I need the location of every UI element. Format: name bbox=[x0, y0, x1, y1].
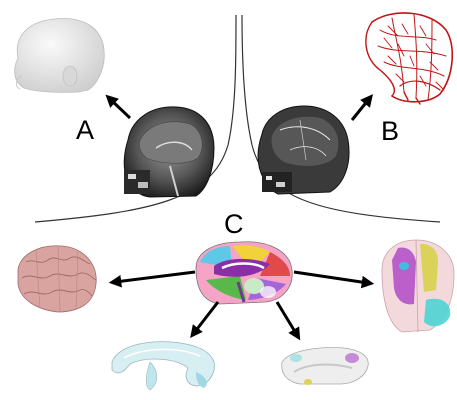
arrow-c-down-right bbox=[277, 302, 297, 335]
panel-label-c: C bbox=[224, 211, 244, 238]
brain-parcellation-sagittal-slice-icon bbox=[196, 242, 292, 304]
panel-label-b: B bbox=[381, 118, 399, 145]
cortical-surface-model-icon bbox=[18, 246, 96, 312]
vessel-tree-model-icon bbox=[366, 13, 452, 104]
arrow-c-down-left bbox=[194, 302, 218, 333]
arrow-a bbox=[110, 99, 130, 118]
panel-label-a: A bbox=[76, 117, 94, 144]
corpus-callosum-model-icon bbox=[282, 348, 369, 385]
arrow-b bbox=[352, 99, 369, 120]
angiography-mri-sagittal-slice-icon bbox=[258, 106, 349, 194]
t1-mri-sagittal-slice-icon bbox=[124, 107, 214, 197]
arrow-c-left bbox=[115, 272, 195, 282]
head-surface-model-icon bbox=[15, 19, 105, 93]
glass-brain-structures-model-icon bbox=[382, 240, 454, 332]
arrow-c-right bbox=[294, 272, 368, 283]
lateral-ventricle-model-icon bbox=[112, 342, 214, 390]
